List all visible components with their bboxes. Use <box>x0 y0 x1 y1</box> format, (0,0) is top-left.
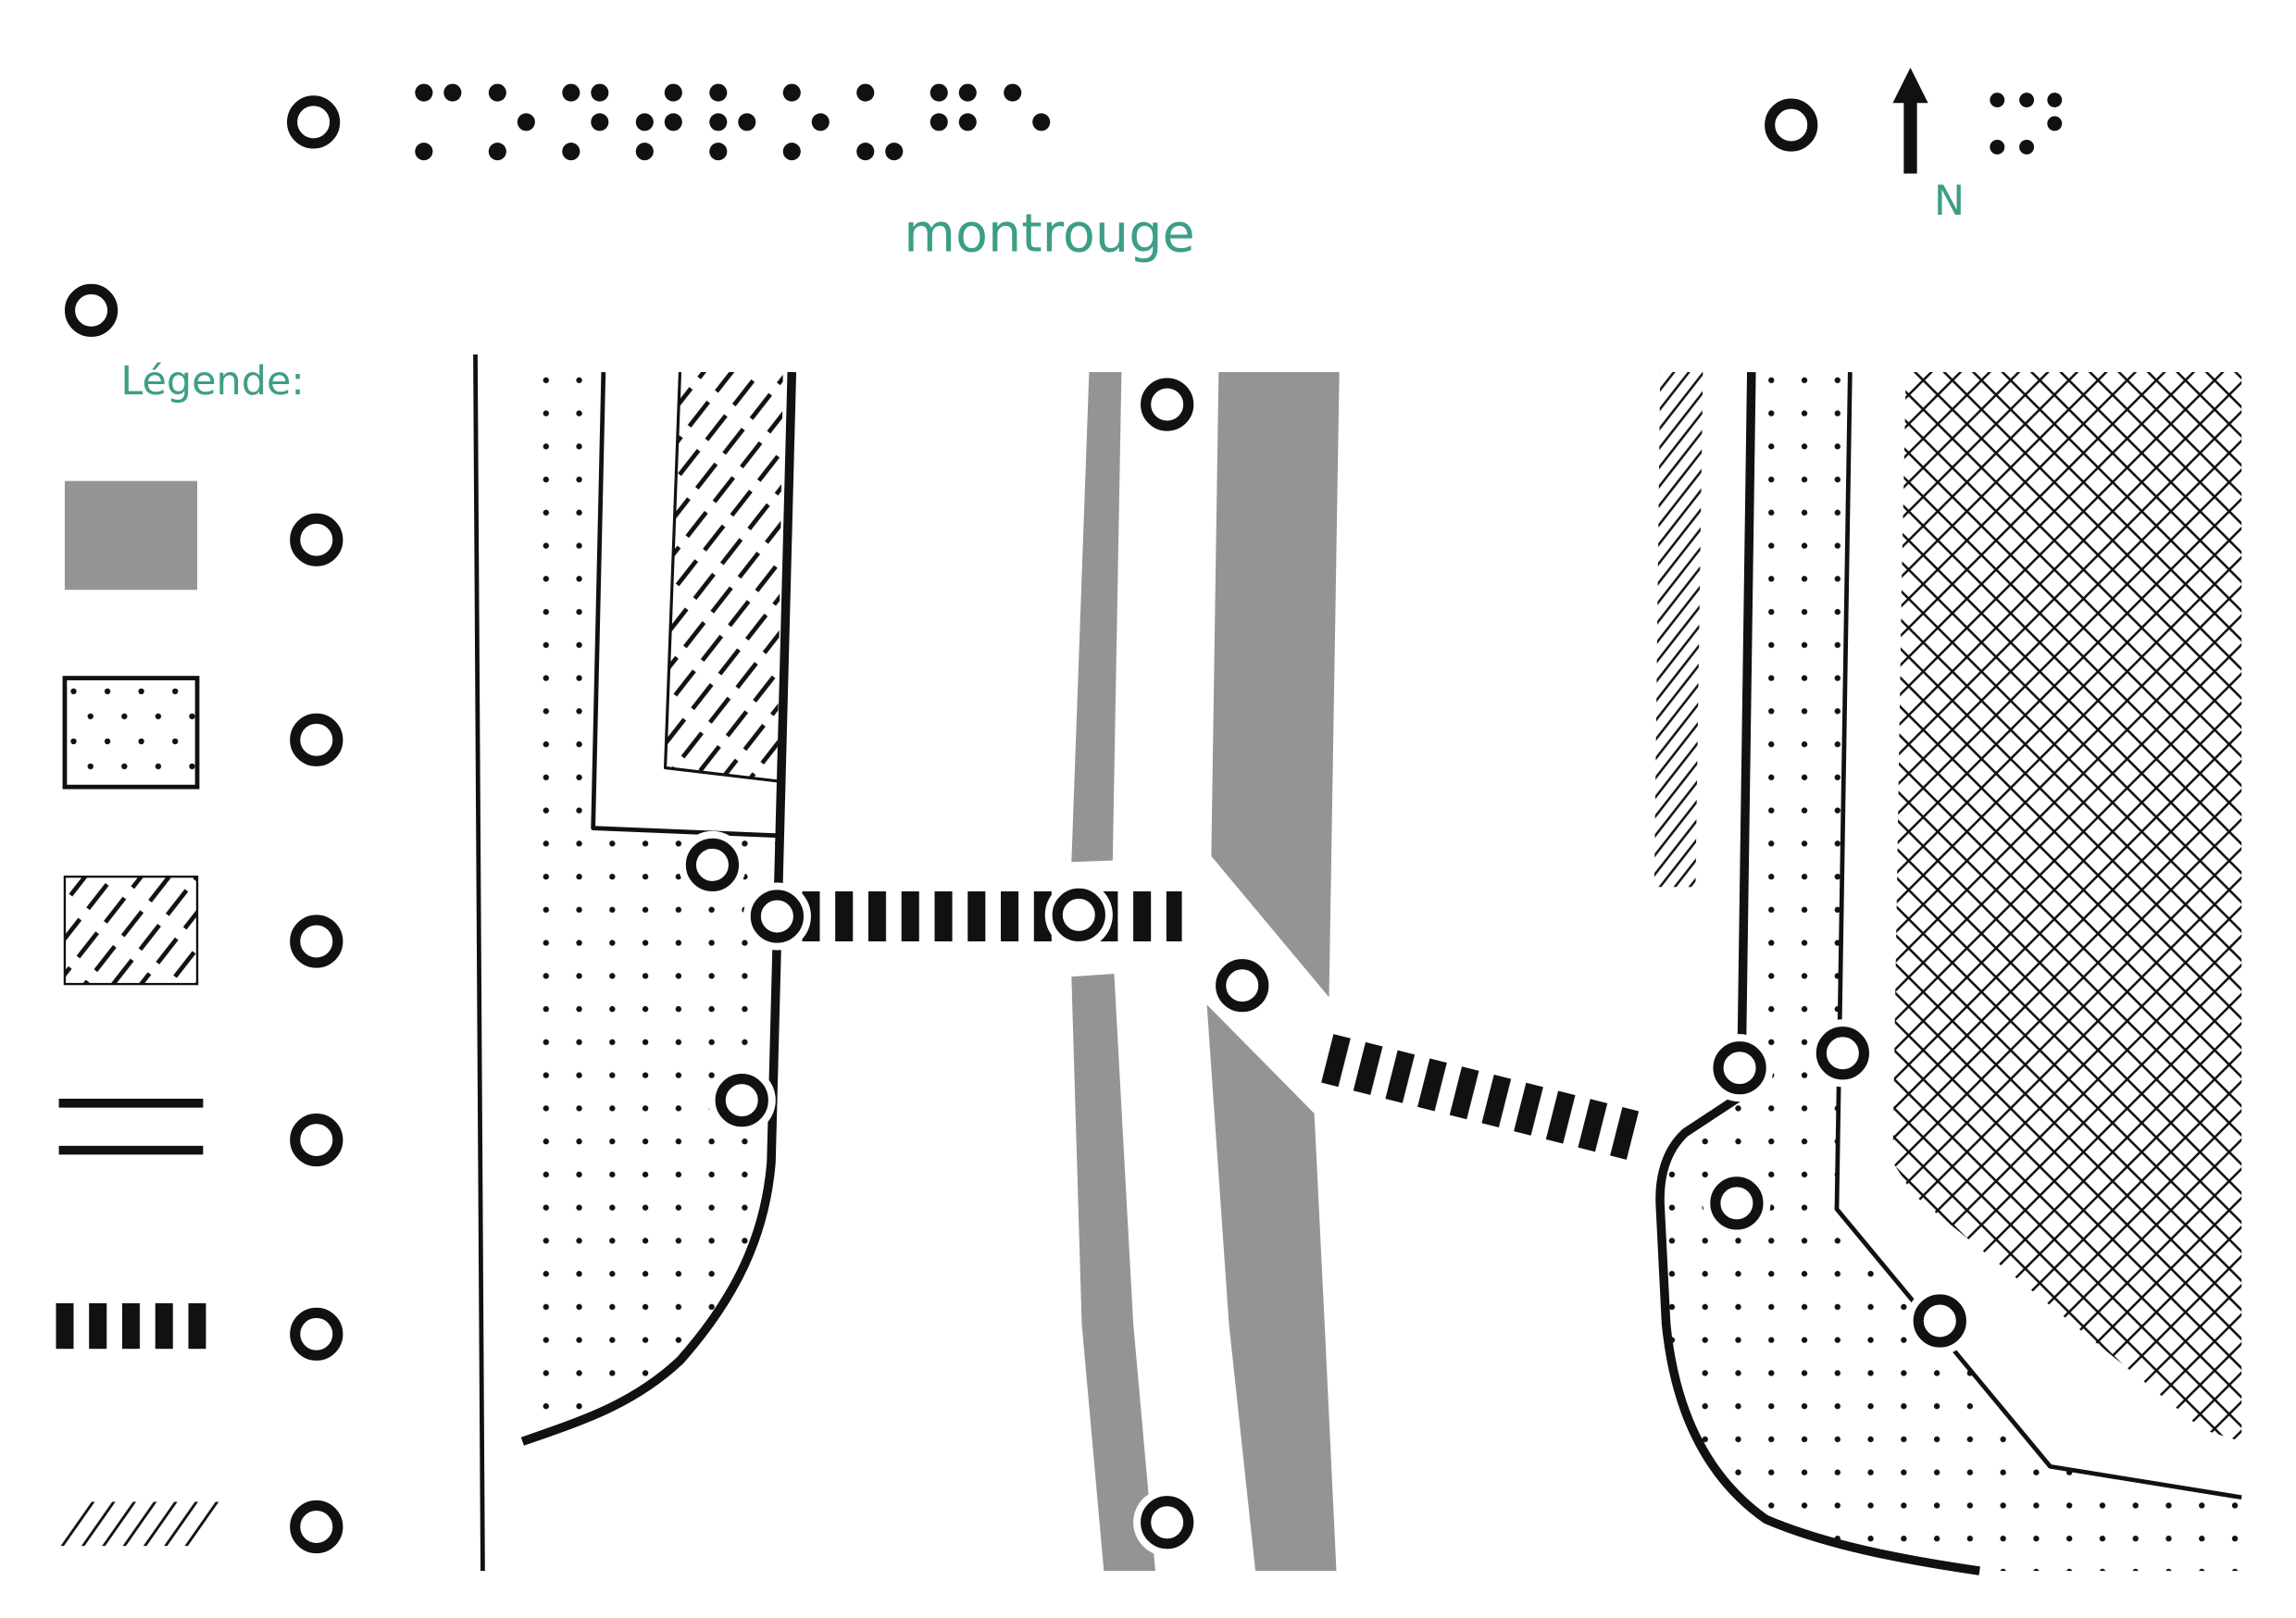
marker-ring <box>1906 1287 1974 1354</box>
marker-ring <box>1133 370 1201 438</box>
legend-swatch-dashed-hatch <box>63 875 199 986</box>
legend-item-diagonal-hatch <box>44 1493 351 1561</box>
braille-dot <box>1990 93 2005 108</box>
braille-dot <box>488 143 506 161</box>
braille-dot <box>635 113 654 131</box>
legend-swatch-bars <box>56 1302 206 1350</box>
braille-dot <box>591 113 609 131</box>
edge-line-left-thick <box>520 371 797 1446</box>
braille-dot <box>2019 139 2035 155</box>
crosshatch-zone <box>1892 372 2242 1442</box>
braille-dot <box>930 83 948 102</box>
diagonal-hatch-zone <box>1653 372 1703 888</box>
braille-dot <box>885 143 904 161</box>
braille-dot <box>2047 93 2063 108</box>
braille-dot <box>664 113 682 131</box>
north-arrow-icon <box>1892 68 1928 174</box>
dashed-hatch-zone <box>665 372 783 781</box>
braille-dot <box>1990 139 2005 155</box>
marker-ring <box>57 277 125 344</box>
marker-ring <box>1706 1034 1774 1101</box>
north-braille <box>1990 93 2063 155</box>
braille-dot <box>856 83 875 102</box>
marker-ring <box>679 831 746 899</box>
marker-ring <box>282 1106 350 1174</box>
braille-dot <box>709 143 728 161</box>
marker-ring <box>282 907 350 975</box>
braille-dot <box>930 113 948 131</box>
marker-ring <box>280 88 347 156</box>
legend-item-double-line <box>58 1099 351 1174</box>
gray-zone-left-lower <box>1071 973 1155 1572</box>
braille-dot <box>958 83 977 102</box>
marker-ring <box>708 1066 776 1134</box>
braille-dot <box>2047 116 2063 131</box>
marker-ring <box>282 1493 350 1561</box>
map-title: montrouge <box>904 204 1194 265</box>
edge-line-right-thick <box>1655 371 1980 1575</box>
legend-swatch-diagonal-hatch <box>44 1501 221 1547</box>
legend-item-dashed-hatch-fill <box>63 875 350 986</box>
marker-ring <box>282 706 350 774</box>
legend-item-crosswalk-bars <box>56 1301 350 1368</box>
braille-dot <box>811 113 830 131</box>
braille-dot <box>1004 83 1022 102</box>
braille-dot <box>709 113 728 131</box>
marker-ring <box>1703 1169 1770 1237</box>
legend-swatch-gray <box>64 480 198 591</box>
gray-zone-right-upper <box>1211 372 1340 998</box>
marker-ring <box>743 882 811 950</box>
legend-heading: Légende: <box>120 358 305 404</box>
marker-ring <box>282 1301 350 1368</box>
braille-dot <box>591 83 609 102</box>
north-label: N <box>1934 178 1965 225</box>
gray-zone-right-lower <box>1206 1004 1337 1572</box>
legend-item-gray-fill <box>64 480 350 591</box>
braille-dot <box>562 83 580 102</box>
braille-dot <box>562 143 580 161</box>
crosswalk-diagonal <box>1321 1034 1640 1160</box>
marker-ring <box>1809 1019 1877 1087</box>
marker-ring <box>282 506 350 574</box>
marker-ring <box>1757 92 1825 159</box>
dashed-hatch-zone-outline <box>663 371 778 783</box>
braille-dot <box>958 113 977 131</box>
braille-dot <box>635 143 654 161</box>
braille-dot <box>517 113 535 131</box>
gray-zone-left-upper <box>1071 372 1122 863</box>
map-divider-line <box>473 354 485 1572</box>
braille-dot <box>443 83 462 102</box>
marker-ring <box>1133 1488 1201 1556</box>
legend-swatch-dotted <box>62 676 200 790</box>
braille-dot <box>782 143 801 161</box>
legend-item-dotted-fill <box>62 676 350 790</box>
braille-dot <box>415 143 433 161</box>
dotted-zone-left <box>522 372 778 1442</box>
braille-dot <box>856 143 875 161</box>
marker-ring <box>1208 952 1276 1019</box>
braille-dot <box>664 83 682 102</box>
marker-ring <box>1045 881 1113 949</box>
dotted-zone-right <box>1660 372 2242 1572</box>
braille-dot <box>782 83 801 102</box>
title-braille <box>415 83 1051 161</box>
braille-dot <box>488 83 506 102</box>
braille-dot <box>415 83 433 102</box>
crosswalk-horizontal <box>802 890 1182 942</box>
braille-dot <box>738 113 756 131</box>
braille-dot <box>2019 93 2035 108</box>
braille-dot <box>709 83 728 102</box>
braille-dot <box>1032 113 1051 131</box>
